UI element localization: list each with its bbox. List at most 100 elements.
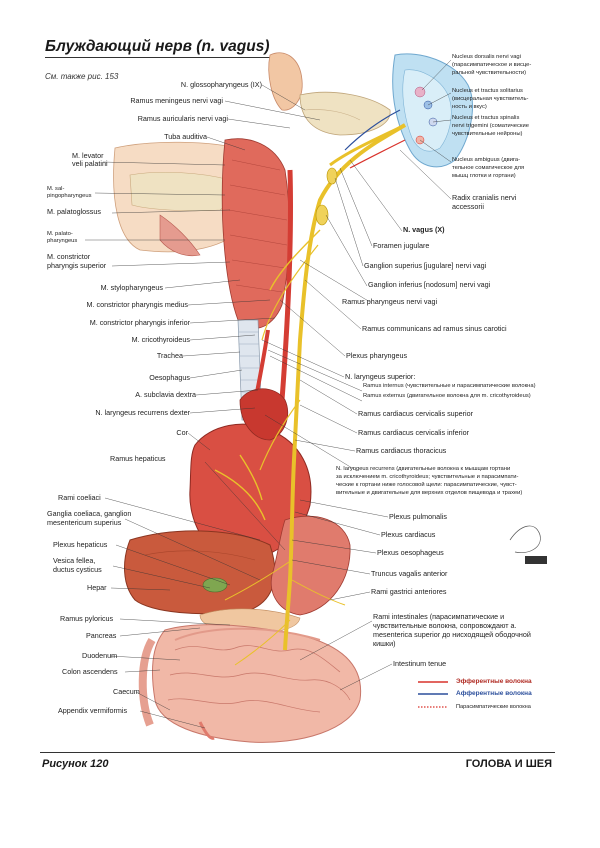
- label-n-laryngeus-superior: N. laryngeus superior:: [345, 372, 416, 381]
- label-ramus-cardiacus-thoracicus: Ramus cardiacus thoracicus: [356, 446, 447, 455]
- hard-palate: [129, 171, 231, 212]
- label-plexus-pulmonalis: Plexus pulmonalis: [389, 512, 447, 521]
- label-trachea: Trachea: [156, 351, 183, 360]
- label-vesica-fellea: Vesica fellea,: [53, 556, 96, 565]
- label-laryngeus-recurrens-dexter: N. laryngeus recurrens dexter: [95, 408, 190, 417]
- label-nucleus-ambiguus-desc1: тельное соматическое для: [452, 165, 525, 171]
- label-ramus-internus: Ramus internus (чувствительные и парасим…: [363, 383, 536, 389]
- see-also-note: См. также рис. 153: [45, 72, 119, 81]
- ascending-colon: [138, 637, 156, 727]
- label-n-laryngeus-recurrens-desc3: вительные и двигательные для верхних отд…: [336, 490, 523, 496]
- medulla-section: [402, 69, 452, 152]
- leader-lines-right: [261, 59, 452, 691]
- label-rami-intestinales-desc3: кишки): [373, 639, 396, 648]
- label-nucleus-spinalis: Nucleus et tractus spinalis: [452, 115, 520, 121]
- label-ductus-cysticus: ductus cysticus: [53, 565, 102, 574]
- figure-number: Рисунок 120: [42, 758, 109, 770]
- liver-shape: [124, 530, 276, 615]
- page-title: Блуждающий нерв (n. vagus): [45, 38, 270, 55]
- label-n-vagus: N. vagus (X): [403, 225, 445, 234]
- legend-efferent-label: Эфферентные волокна: [456, 678, 532, 685]
- laryngeal-branch: [261, 244, 319, 341]
- label-m-cricothyroideus: M. cricothyroideus: [131, 335, 190, 344]
- label-constrictor-inferior: M. constrictor pharyngis inferior: [89, 318, 190, 327]
- abdominal-branches: [224, 559, 346, 666]
- label-nucleus-dorsalis: Nucleus dorsalis nervi vagi: [452, 54, 521, 60]
- aortic-arch: [239, 388, 289, 441]
- label-tuba-auditiva: Tuba auditiva: [164, 132, 207, 141]
- label-rami-coeliaci: Rami coeliaci: [58, 493, 101, 502]
- trachea-rings: [239, 331, 261, 405]
- appendix: [198, 721, 215, 740]
- efferent-fibers: [349, 139, 406, 169]
- muscle-fibers: [228, 159, 288, 293]
- label-nucleus-solitarius-desc1: (висцеральная чувствитель-: [452, 96, 529, 102]
- cardiac-branch: [259, 399, 301, 471]
- label-mesentericum-superius: mesentericum superius: [47, 518, 122, 527]
- leader-lines-left: [85, 84, 321, 729]
- label-rami-gastrici-anteriores: Rami gastrici anteriores: [371, 587, 447, 596]
- legend-parasympathetic-label: Парасимпатические волокна: [456, 704, 531, 710]
- ganglion-superius: [326, 167, 338, 185]
- label-nucleus-solitarius: Nucleus et tractus solitarius: [452, 88, 523, 94]
- label-ramus-hepaticus: Ramus hepaticus: [110, 454, 166, 463]
- label-m-palato: M. palato-: [47, 231, 73, 237]
- label-pharyngis-superior: pharyngis superior: [47, 261, 107, 270]
- vagus-root: [329, 123, 406, 167]
- label-m-salpingo: M. sal-: [47, 186, 65, 192]
- label-nucleus-solitarius-desc2: ность и вкус): [452, 104, 487, 110]
- label-plexus-pharyngeus: Plexus pharyngeus: [346, 351, 408, 360]
- ear-auricle: [268, 52, 303, 111]
- label-hepar: Hepar: [87, 583, 107, 592]
- label-ramus-cardiacus-inferior: Ramus cardiacus cervicalis inferior: [358, 428, 470, 437]
- label-m-constrictor: M. constrictor: [47, 252, 91, 261]
- liver-texture: [144, 550, 256, 561]
- vagus-nerve-trunk: [283, 123, 407, 651]
- label-truncus-vagalis-anterior: Truncus vagalis anterior: [371, 569, 448, 578]
- label-plexus-cardiacus: Plexus cardiacus: [381, 530, 436, 539]
- label-nucleus-spinalis-desc1: nervi trigemini (соматические: [452, 123, 529, 129]
- label-ganglion-inferius: Ganglion inferius [nodosum] nervi vagi: [368, 280, 491, 289]
- afferent-fibers: [344, 109, 401, 151]
- label-rami-intestinales: Rami intestinales (парасимпатические и: [373, 612, 505, 621]
- label-rami-intestinales-desc1: чувствительные волокна, сопровождают a.: [373, 621, 517, 630]
- label-m-levator: M. levator: [72, 151, 104, 160]
- bone-texture: [304, 109, 361, 121]
- label-nucleus-ambiguus-desc2: мышц глотки и гортани): [452, 173, 516, 179]
- label-n-laryngeus-recurrens: N. laryngeus recurrens (двигательные вол…: [336, 466, 511, 472]
- label-plexus-hepaticus: Plexus hepaticus: [53, 540, 108, 549]
- label-foramen-jugulare: Foramen jugulare: [373, 241, 430, 250]
- label-n-laryngeus-recurrens-desc2: ческие к гортани ниже голосовой щели: па…: [336, 482, 517, 488]
- label-ganglion-superius: Ganglion superius [jugulare] nervi vagi: [364, 261, 487, 270]
- label-ramus-meningeus: Ramus meningeus nervi vagi: [130, 96, 223, 105]
- label-pancreas: Pancreas: [86, 631, 117, 640]
- label-nucleus-dorsalis-desc2: ральной чувствительности): [452, 70, 527, 76]
- label-n-laryngeus-recurrens-desc1: за исключением m. cricothyroideus; чувст…: [336, 474, 519, 480]
- label-ganglia-coeliaca: Ganglia coeliaca, ganglion: [47, 509, 132, 518]
- legend-afferent-label: Афферентные волокна: [456, 690, 532, 697]
- label-duodenum: Duodenum: [82, 651, 118, 660]
- publisher-logo: [525, 556, 547, 564]
- label-nucleus-ambiguus: Nucleus ambiguus (двига-: [452, 157, 521, 163]
- label-veli-palatini: veli palatini: [72, 159, 108, 168]
- label-ramus-pyloricus: Ramus pyloricus: [60, 614, 114, 623]
- label-ramus-externus: Ramus externus (двигательное волокна для…: [363, 393, 531, 399]
- title-underline: [45, 57, 285, 58]
- coronary-fat: [214, 454, 266, 521]
- label-a-subclavia-dextra: A. subclavia dextra: [135, 390, 196, 399]
- label-salpingopharyngeus: pingopharyngeus: [47, 193, 92, 199]
- label-n-glossopharyngeus: N. glossopharyngeus (IX): [180, 80, 262, 89]
- label-oesophagus: Oesophagus: [149, 373, 190, 382]
- label-m-stylopharyngeus: M. stylopharyngeus: [100, 283, 163, 292]
- footer-rule: [40, 752, 555, 753]
- ganglion-inferius: [315, 204, 329, 226]
- label-m-palatoglossus: M. palatoglossus: [47, 207, 101, 216]
- artist-signature-mark: [509, 525, 541, 554]
- pharynx-muscles: [221, 138, 290, 329]
- label-ramus-auricularis: Ramus auricularis nervi vagi: [137, 114, 228, 123]
- label-palatopharyngeus: pharyngeus: [47, 238, 78, 244]
- pharyngeal-branch: [269, 229, 321, 291]
- carotid-artery: [279, 169, 294, 401]
